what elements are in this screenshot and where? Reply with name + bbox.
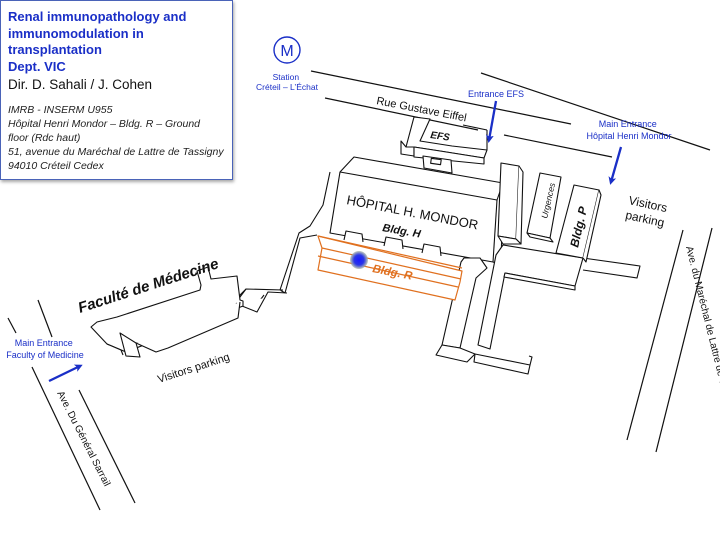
bldg-h-building (329, 156, 504, 266)
lower-wing (435, 244, 641, 375)
street-edge (626, 229, 684, 441)
address-block: IMRB - INSERM U955 Hôpital Henri Mondor … (8, 103, 226, 173)
bldg-p-building (555, 184, 602, 263)
street-lines (7, 70, 713, 511)
entrance-faculty-label: Main Entrance Faculty of Medicine (6, 338, 84, 360)
street-edge (31, 366, 101, 511)
title-line: Renal immunopathology and (8, 9, 187, 24)
arrow-icon (608, 146, 623, 185)
address-line: floor (Rdc haut) (8, 132, 81, 144)
street-edge (37, 299, 53, 338)
buildings (90, 116, 641, 375)
title-line: Dept. VIC (8, 58, 66, 74)
info-box: Renal immunopathology and immunomodulati… (0, 0, 233, 180)
urgences-building (497, 162, 562, 245)
arrow-icon (485, 100, 498, 143)
street-edge (480, 72, 711, 151)
street-edge (324, 97, 479, 131)
entrance-arrows (48, 100, 623, 383)
entrance-efs-label: Entrance EFS (468, 89, 524, 99)
street-edge (503, 134, 613, 158)
title-line: immunomodulation in (8, 25, 144, 41)
visitors-parking-left-label: Visitors parking (156, 351, 231, 386)
faculte-building (90, 266, 244, 358)
address-line: Hôpital Henri Mondor – Bldg. R – Ground (8, 118, 201, 130)
metro-station-label: Station Créteil – L’Échat (256, 72, 319, 92)
department-title: Renal immunopathology and immunomodulati… (8, 9, 226, 75)
address-line: 51, avenue du Maréchal de Lattre de Tass… (8, 146, 224, 158)
address-line: 94010 Créteil Cedex (8, 160, 104, 172)
director-line: Dir. D. Sahali / J. Cohen (8, 77, 153, 92)
location-marker (350, 251, 368, 269)
efs-label: EFS (430, 130, 451, 144)
street-edge (655, 227, 713, 453)
visitors-parking-right-label: Visitors parking (624, 193, 672, 230)
street-edge (78, 389, 136, 504)
title-line: transplantation (8, 42, 102, 57)
entrance-hopital-label: Main Entrance Hôpital Henri Mondor (586, 119, 671, 141)
metro-icon (273, 36, 301, 64)
efs-building (400, 116, 488, 174)
address-line: IMRB - INSERM U955 (8, 104, 113, 116)
street-edge (7, 317, 17, 334)
arrow-icon (48, 364, 83, 383)
metro-symbol: M (280, 43, 293, 60)
bldg-r-building (317, 235, 463, 301)
street-edge (310, 70, 572, 125)
